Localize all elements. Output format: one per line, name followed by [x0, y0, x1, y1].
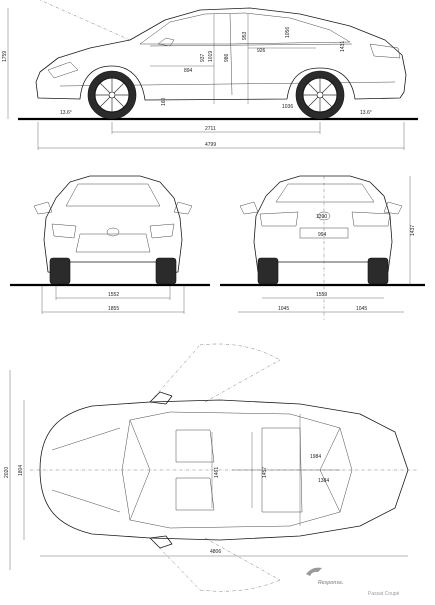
front-track-label: 1552	[108, 292, 119, 298]
rear-window	[275, 183, 375, 203]
model-caption: Passat Coupé	[368, 591, 400, 597]
top-front-seat-right	[175, 477, 215, 511]
front-left-headlight	[51, 223, 77, 239]
top-left-mirror	[149, 391, 173, 405]
rear-elbow-label: 994	[318, 232, 327, 238]
rear-half-width-left-label: 1045	[278, 306, 289, 312]
top-view: 2020 1804 4806 1984 1384 1461 1457	[4, 343, 418, 592]
side-body-outline	[35, 7, 407, 101]
side-diagonal-front	[39, 0, 131, 41]
rear-view: 1437 1559 1045 1045 1390 994	[220, 175, 425, 320]
front-grille	[75, 233, 151, 253]
side-small-label-2: 986	[224, 53, 230, 62]
side-front-wheel	[87, 70, 137, 120]
side-headroom-rear-label: 953	[242, 31, 248, 40]
side-rear-legroom-label: 926	[257, 48, 266, 54]
top-width-mirrors-label: 2020	[4, 467, 10, 478]
top-door-swing-lower	[149, 537, 281, 591]
top-interior-label: 1984	[310, 454, 321, 460]
side-length-label: 4799	[205, 142, 216, 148]
side-wheelbase-label: 2711	[205, 126, 216, 132]
front-left-tire	[49, 257, 71, 285]
front-view: 1552 1855	[10, 175, 210, 314]
top-door-arc-lower	[199, 579, 281, 592]
rear-track-label: 1559	[316, 292, 327, 298]
top-length-label: 4806	[210, 549, 221, 555]
top-front-seat-left	[175, 429, 215, 463]
front-right-mirror	[173, 201, 193, 215]
top-elbow-front-label: 1461	[214, 467, 220, 478]
side-taillight	[369, 43, 401, 59]
rear-right-tire	[367, 257, 389, 285]
top-right-mirror	[149, 535, 173, 549]
side-headroom-front-label: 1019	[208, 51, 214, 62]
side-small-label-3: 1056	[285, 27, 291, 38]
side-front-angle-label: 13.6°	[60, 110, 72, 116]
side-rear-angle-label: 13.6°	[360, 110, 372, 116]
rear-body-outline	[253, 175, 393, 275]
response-logo: Response.	[318, 580, 343, 586]
response-logo-swoosh	[306, 567, 322, 576]
side-height-label: 1759	[2, 51, 8, 62]
side-window-outline	[139, 12, 351, 45]
rear-half-width-right-label: 1045	[356, 306, 367, 312]
rear-right-mirror	[383, 201, 403, 215]
side-small-label-1: 937	[200, 53, 206, 62]
rear-right-taillight	[351, 211, 391, 227]
front-badge	[106, 227, 120, 237]
side-mirror	[157, 37, 175, 47]
side-belt-line	[149, 43, 353, 47]
front-right-headlight	[149, 223, 175, 239]
side-rear-wheel	[295, 70, 345, 120]
rear-left-tire	[257, 257, 279, 285]
side-roof-label: 1431	[340, 41, 346, 52]
rear-height-label: 1437	[410, 225, 416, 236]
top-width-label: 1804	[18, 465, 24, 476]
front-body-outline	[43, 175, 183, 275]
side-headlight	[47, 61, 79, 79]
front-width-label: 1855	[108, 306, 119, 312]
side-clearance-label: 160	[161, 97, 167, 106]
top-hood-lines	[51, 427, 121, 513]
top-rear-interior-label: 1384	[318, 478, 329, 484]
front-windshield	[65, 183, 161, 207]
top-rear-bench	[261, 427, 303, 513]
branding: Response. Passat Coupé	[306, 567, 400, 597]
side-front-legroom-label: 894	[184, 68, 193, 74]
top-door-arc-upper	[199, 343, 281, 361]
top-door-swing-upper	[149, 344, 281, 403]
rear-left-taillight	[259, 211, 299, 227]
rear-left-mirror	[239, 201, 259, 215]
side-view: 1759 2711 4799 13.6° 13.6° 160 926 894 1…	[2, 0, 418, 150]
top-elbow-rear-label: 1457	[262, 467, 268, 478]
side-b-pillar	[229, 13, 233, 96]
front-right-tire	[155, 257, 177, 285]
rear-shoulder-label: 1390	[316, 214, 327, 220]
side-rear-wheel-label: 1036	[282, 104, 293, 110]
front-left-mirror	[33, 201, 53, 215]
